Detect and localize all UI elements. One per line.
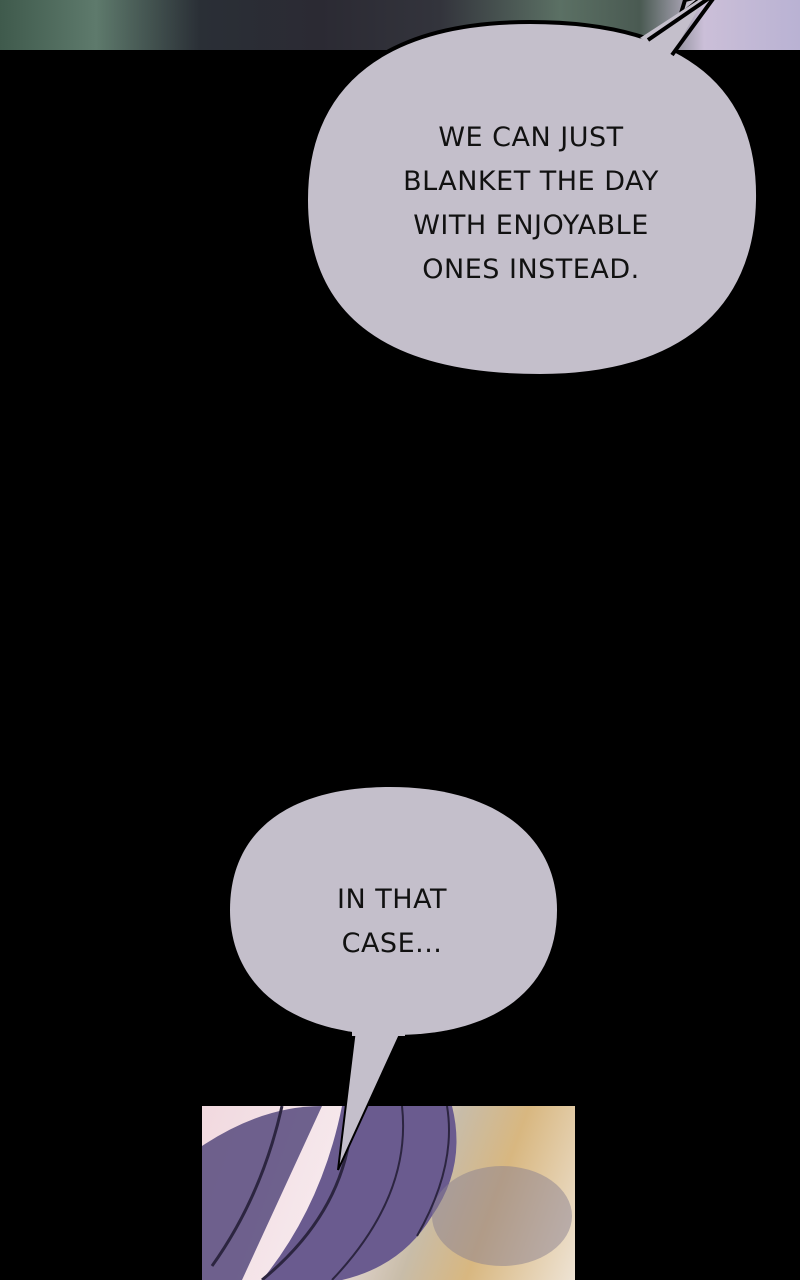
bubble-line: WITH ENJOYABLE <box>413 210 649 241</box>
speech-bubble-2 <box>230 787 557 1171</box>
bubble-line: ONES INSTEAD. <box>422 254 640 285</box>
bubble-line: BLANKET THE DAY <box>403 166 659 197</box>
bottom-comic-panel <box>202 1106 575 1280</box>
speech-bubble-1 <box>303 0 761 379</box>
bubble-line: CASE... <box>341 928 443 959</box>
hair-illustration <box>202 1106 572 1280</box>
bubble-line: WE CAN JUST <box>438 122 624 153</box>
speech-bubble-2-text: IN THAT CASE... <box>292 878 492 966</box>
bubble-line: IN THAT <box>337 884 447 915</box>
speech-bubble-1-text: WE CAN JUST BLANKET THE DAY WITH ENJOYAB… <box>356 116 706 292</box>
